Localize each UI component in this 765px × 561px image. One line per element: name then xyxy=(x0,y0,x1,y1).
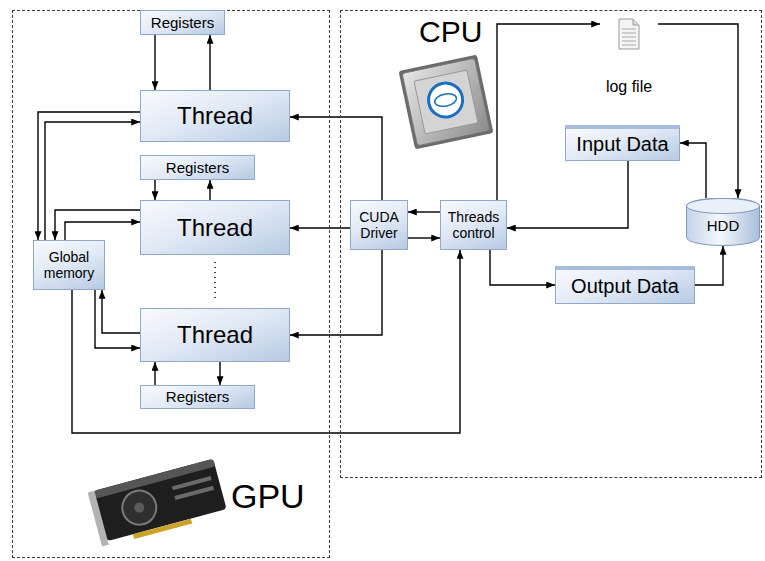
data-flow-arrow xyxy=(209,180,210,200)
box-label: Threads control xyxy=(445,209,502,241)
box-label: Thread xyxy=(177,214,253,242)
data-box: Output Data xyxy=(555,266,695,304)
data-flow-arrow xyxy=(290,227,350,228)
data-flow-arrow xyxy=(45,122,140,240)
data-flow-arrow xyxy=(209,35,210,90)
data-flow-arrow xyxy=(290,117,382,200)
box-label: Registers xyxy=(166,159,229,176)
data-flow-arrow xyxy=(695,246,723,285)
data-flow-arrow xyxy=(408,237,440,238)
disk-cylinder: HDD xyxy=(686,198,760,246)
data-flow-arrow xyxy=(95,290,140,348)
data-flow-arrow xyxy=(507,161,628,228)
data-box: Input Data xyxy=(565,125,680,161)
data-flow-arrow xyxy=(290,250,382,335)
data-flow-arrow xyxy=(65,222,140,240)
box-label: Thread xyxy=(177,321,253,349)
cpu-chip-illustration xyxy=(399,55,494,150)
ellipsis-dots xyxy=(214,262,216,302)
data-flow-arrow xyxy=(154,180,155,200)
data-flow-arrow xyxy=(55,210,140,240)
region-title: GPU xyxy=(231,477,305,516)
data-flow-arrow xyxy=(490,250,555,285)
data-flow-arrow xyxy=(154,35,155,90)
data-flow-arrow xyxy=(219,362,220,385)
registers-box: Registers xyxy=(140,155,255,180)
data-flow-arrow xyxy=(38,112,140,240)
thread-box: Thread xyxy=(140,200,290,255)
box-label: Output Data xyxy=(571,275,679,298)
region-title: CPU xyxy=(419,15,482,50)
file-label: log file xyxy=(606,78,652,96)
box-label: Global memory xyxy=(38,249,100,281)
registers-box: Registers xyxy=(140,10,225,35)
data-flow-arrow xyxy=(102,290,140,333)
cpu-region: CPU CUDA Driver Threads control log fileInp… xyxy=(340,10,762,478)
data-flow-arrow xyxy=(680,143,706,198)
box-label: HDD xyxy=(707,217,740,234)
control-box: Threads control xyxy=(440,200,507,250)
gpu-card-illustration xyxy=(88,459,228,548)
box-label: CUDA Driver xyxy=(355,209,403,241)
driver-box: CUDA Driver xyxy=(350,200,408,250)
thread-box: Thread xyxy=(140,90,290,142)
data-flow-arrow xyxy=(72,250,460,433)
box-label: Registers xyxy=(166,388,229,405)
document-icon xyxy=(616,18,642,50)
thread-box: Thread xyxy=(140,308,290,362)
log-file-icon: log file xyxy=(600,14,658,96)
gpu-region: GPURegistersThreadRegistersThreadThreadR… xyxy=(12,10,330,558)
data-flow-arrow xyxy=(658,24,738,198)
box-label: Registers xyxy=(151,14,214,31)
box-label: Input Data xyxy=(576,133,668,156)
memory-box: Global memory xyxy=(33,240,105,290)
box-label: Thread xyxy=(177,102,253,130)
data-flow-arrow xyxy=(497,24,600,200)
data-flow-arrow xyxy=(154,362,155,385)
data-flow-arrow xyxy=(408,211,440,212)
registers-box: Registers xyxy=(140,385,255,409)
